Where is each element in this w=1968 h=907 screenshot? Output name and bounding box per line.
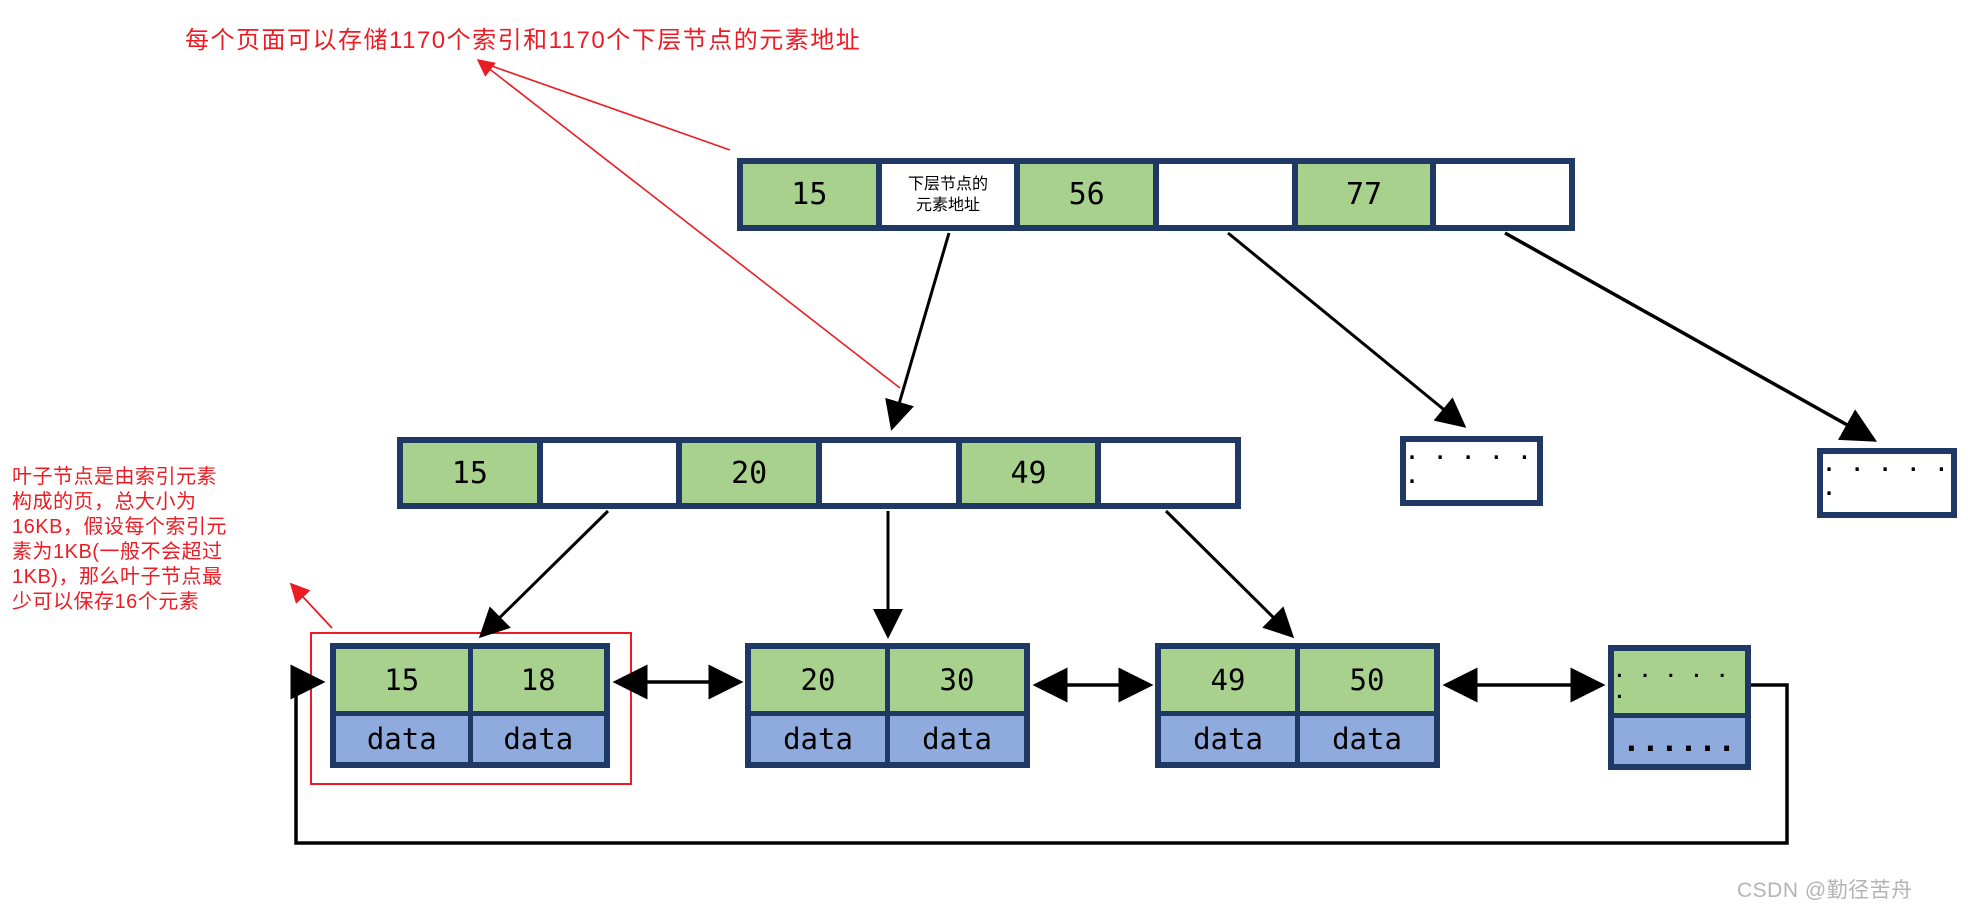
- ellipsis-dots: . . . . . .: [1406, 440, 1533, 488]
- pointer-label-line2: 元素地址: [916, 196, 981, 214]
- leaf-node-4: . . . . . . ......: [1608, 645, 1751, 770]
- top-annotation-text: 每个页面可以存储1170个索引和1170个下层节点的元素地址: [185, 27, 862, 54]
- leaf-node-1: 15 18 data data: [330, 643, 610, 768]
- root-node: 15 下层节点的 元素地址 56 77: [737, 158, 1575, 231]
- leaf-annotation-line: 1KB)，那么叶子节点最: [12, 566, 223, 588]
- arrow-root-to-ellipsis-left: [1227, 231, 1467, 428]
- root-pointer-cell-empty: [1159, 164, 1292, 225]
- leaf-annotation-line: 构成的页，总大小为: [12, 491, 197, 513]
- leaf-key-cell: 49: [1161, 649, 1295, 711]
- leaf-data-cell: data: [472, 716, 604, 762]
- red-annotation-line-short: [485, 63, 731, 151]
- leaf-key-cell: 18: [472, 649, 604, 711]
- leaf-annotation-line: 16KB，假设每个索引元: [12, 516, 227, 538]
- leaf-key-cell: 20: [751, 649, 885, 711]
- leaf-annotation-line: 少可以保存16个元素: [12, 591, 200, 613]
- leaf-data-cell: data: [1161, 716, 1295, 762]
- pointer-label-line1: 下层节点的: [908, 175, 989, 193]
- internal-key-cell: 15: [403, 443, 537, 503]
- root-key-cell: 56: [1020, 164, 1154, 225]
- leaf-annotation-line: 素为1KB(一般不会超过: [12, 541, 223, 563]
- leaf-key-cell: 30: [890, 649, 1024, 711]
- watermark: CSDN @勤径苦舟: [1737, 879, 1913, 902]
- leaf-data-cell: data: [751, 716, 885, 762]
- leaf-data-cell: data: [890, 716, 1024, 762]
- arrow-internal-to-leaf1: [478, 509, 610, 639]
- arrow-root-to-ellipsis-right: [1504, 231, 1878, 442]
- ellipsis-node-right: . . . . . .: [1817, 448, 1957, 518]
- root-pointer-cell: 下层节点的 元素地址: [881, 164, 1015, 225]
- ellipsis-node-left: . . . . . .: [1400, 436, 1543, 506]
- internal-pointer-cell-empty: [822, 443, 956, 503]
- arrow-internal-to-leaf3: [1164, 509, 1295, 639]
- root-key-cell: 15: [743, 164, 876, 225]
- leaf-key-cell: 15: [336, 649, 468, 711]
- leaf-annotation-line: 叶子节点是由索引元素: [12, 466, 217, 488]
- internal-node: 15 20 49: [397, 437, 1241, 509]
- internal-pointer-cell-empty: [542, 443, 677, 503]
- root-pointer-cell-empty: [1436, 164, 1570, 225]
- leaf-node-3: 49 50 data data: [1155, 643, 1440, 768]
- arrow-root-to-internal: [885, 232, 951, 431]
- root-key-cell: 77: [1297, 164, 1431, 225]
- leaf-key-cell-ellipsis: . . . . . .: [1614, 651, 1745, 713]
- internal-pointer-cell-empty: [1101, 443, 1236, 503]
- leaf-key-cell: 50: [1300, 649, 1434, 711]
- leaf-data-cell: data: [336, 716, 468, 762]
- leaf-data-cell-ellipsis: ......: [1614, 718, 1745, 764]
- red-annotation-line-leaf: [289, 582, 333, 629]
- internal-key-cell: 20: [682, 443, 817, 503]
- leaf-node-2: 20 30 data data: [745, 643, 1030, 768]
- internal-key-cell: 49: [961, 443, 1096, 503]
- leaf-annotation-text: 叶子节点是由索引元素 构成的页，总大小为 16KB，假设每个索引元 素为1KB(…: [12, 465, 252, 615]
- ellipsis-dots: . . . . . .: [1823, 452, 1950, 500]
- leaf-data-cell: data: [1300, 716, 1434, 762]
